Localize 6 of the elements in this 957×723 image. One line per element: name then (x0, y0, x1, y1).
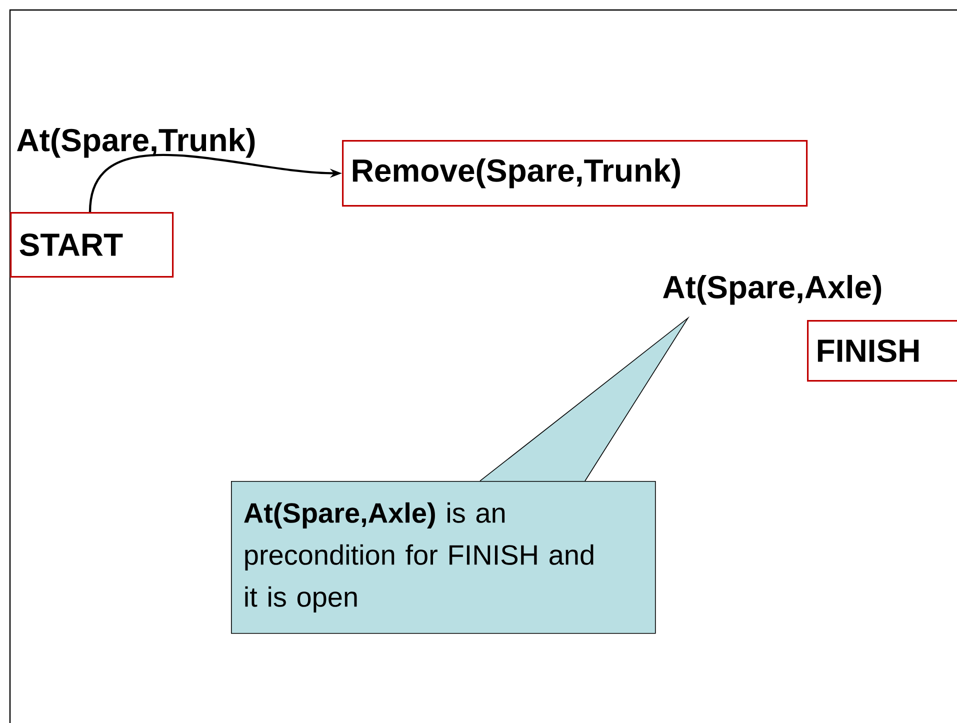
condition-label: At(Spare,Trunk) (17, 128, 255, 158)
callout: At(Spare,Axle) is an precondition for FINISH and it is open (231, 316, 690, 634)
step-box: FINISH (807, 320, 957, 382)
step-box: Remove(Spare,Trunk) (342, 140, 808, 207)
condition-label: At(Spare,Axle) (663, 274, 882, 305)
step-box: START (10, 212, 174, 278)
